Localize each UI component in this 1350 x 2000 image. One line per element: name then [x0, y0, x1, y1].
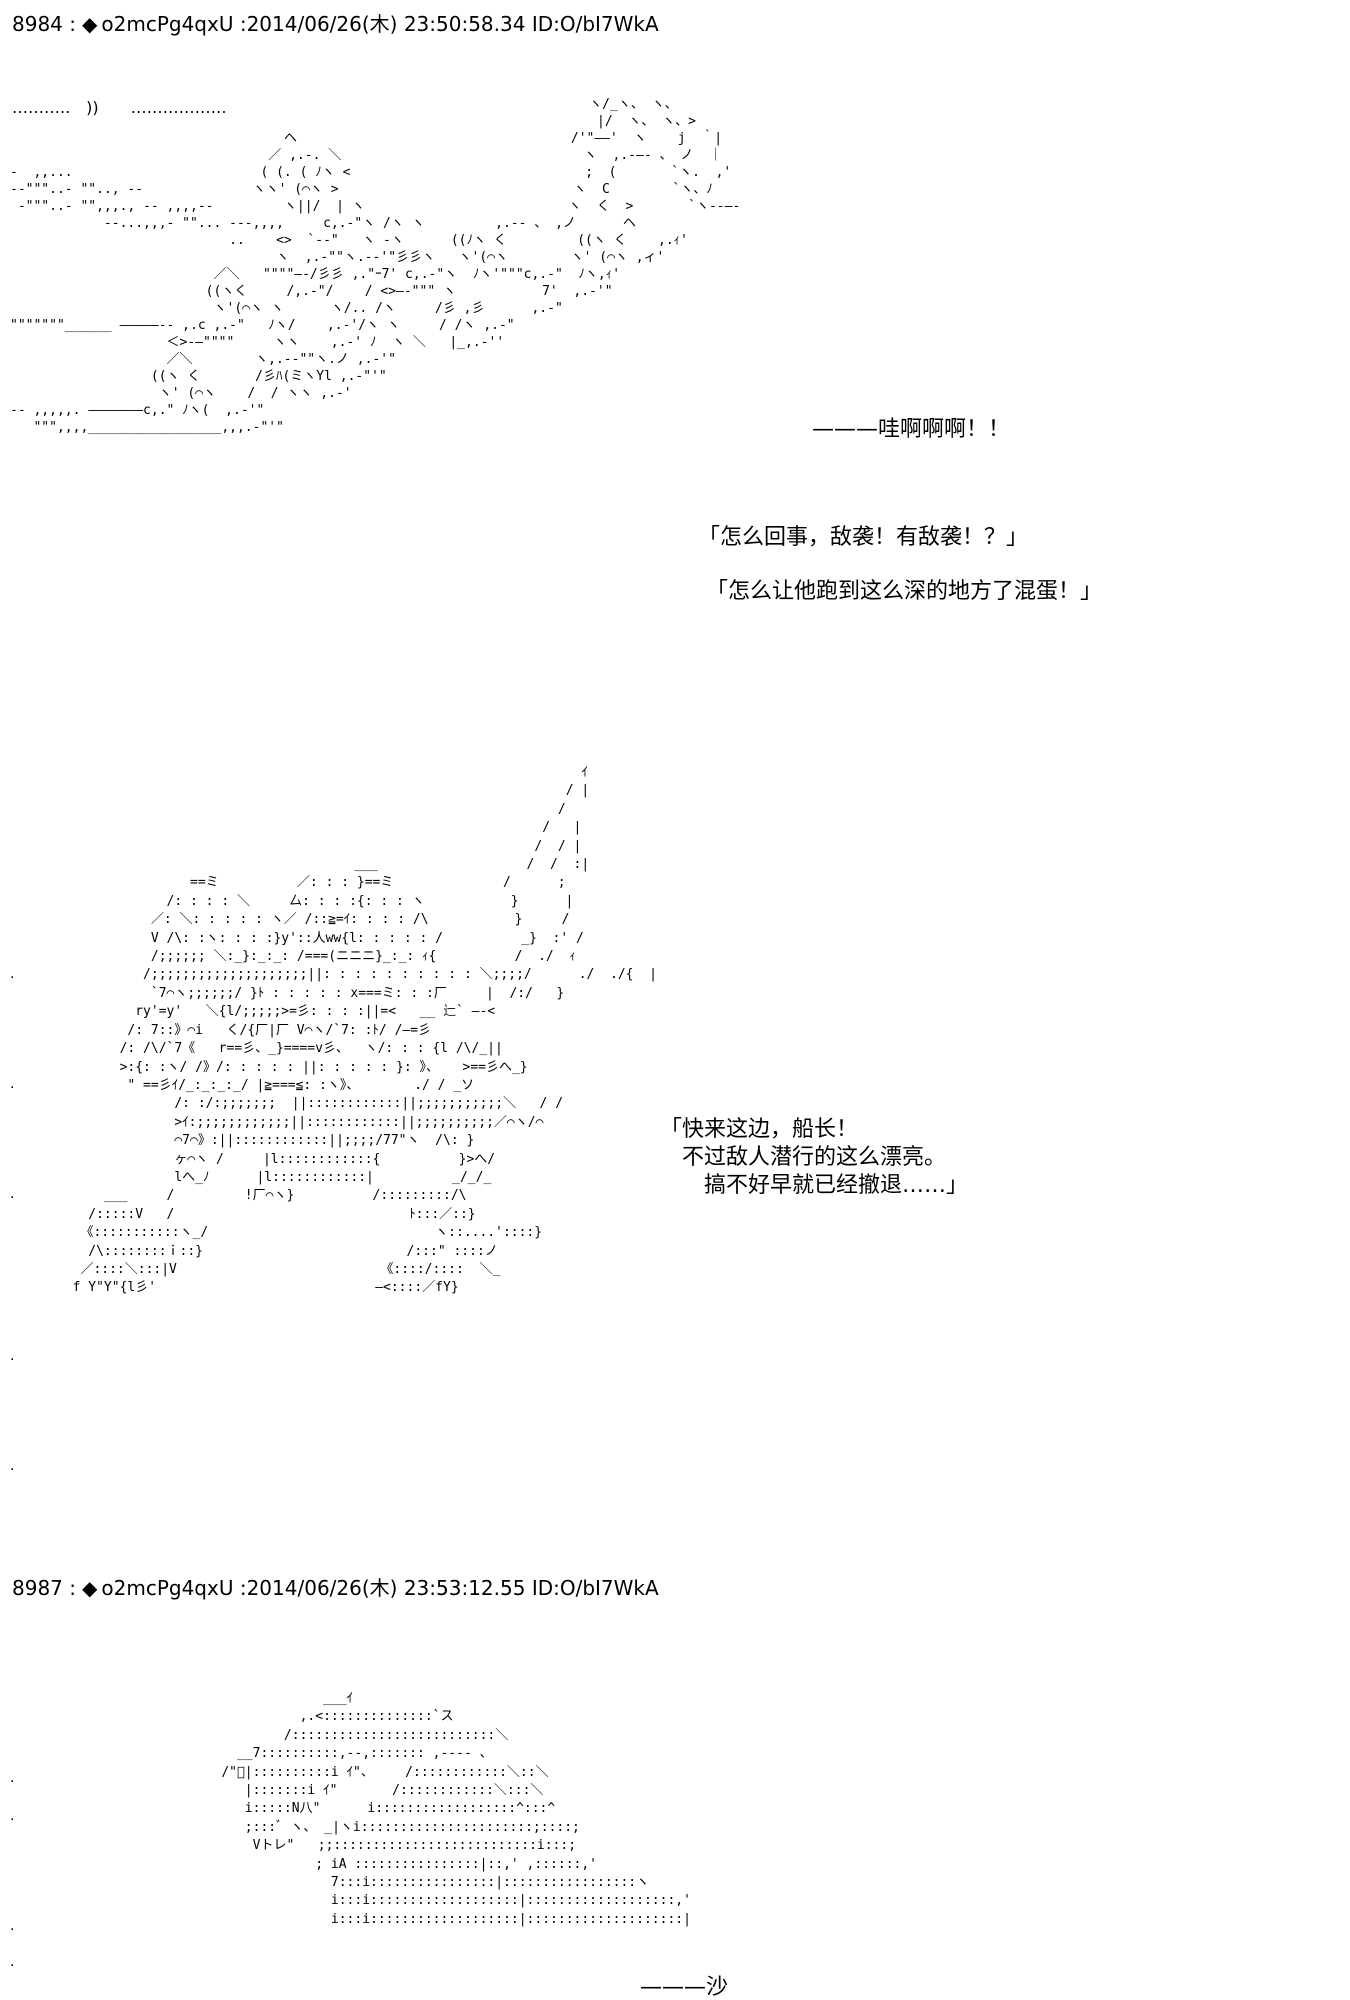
dialogue-line-enemy-attack: 「怎么回事，敌袭！有敌袭！？」 — [698, 525, 1029, 550]
trip-marker-icon: ◆ — [82, 12, 98, 36]
ascii-art-hooded-figure: ___ｲ ,.<::::::::::::::`ス /::::::::::::::… — [221, 1691, 691, 1927]
scream-text: ———哇啊啊啊！！ — [812, 417, 1011, 442]
sound-sand: ———沙 — [640, 1975, 729, 2000]
poster-trip: o2mcPg4qxU — [101, 12, 234, 36]
post-id: ID:O/bI7WkA — [531, 12, 659, 36]
margin-dot: . — [10, 1918, 15, 1934]
sound-effect-dots: ……….. )) ……………… — [12, 98, 227, 117]
poster-trip: o2mcPg4qxU — [101, 1576, 234, 1600]
dialogue-line-how-did-he-get-so-deep: 「怎么让他跑到这么深的地方了混蛋！」 — [706, 579, 1103, 604]
post-number: 8987 : — [12, 1576, 76, 1600]
ascii-art-attack-scene: ヽ/_ヽ、 ヽ、 |/ ヽ、 ヽ、> ヘ /'"――' ヽ j ｀| — [10, 97, 741, 435]
post-header-8984: 8984 :◆o2mcPg4qxU :2014/06/26(木) 23:50:5… — [12, 12, 659, 36]
margin-dot: . — [10, 1458, 15, 1474]
margin-dot: . — [10, 1076, 15, 1092]
post-date: :2014/06/26(木) 23:53:12.55 — [239, 1576, 526, 1600]
post-number: 8984 : — [12, 12, 76, 36]
post-date: :2014/06/26(木) 23:50:58.34 — [239, 12, 526, 36]
trip-marker-icon: ◆ — [82, 1576, 98, 1600]
margin-dot: . — [10, 966, 15, 982]
margin-dot: . — [10, 1770, 15, 1786]
post-header-8987: 8987 :◆o2mcPg4qxU :2014/06/26(木) 23:53:1… — [12, 1576, 659, 1600]
margin-dot: . — [10, 1186, 15, 1202]
margin-dot: . — [10, 1954, 15, 1970]
post-id: ID:O/bI7WkA — [531, 1576, 659, 1600]
margin-dot: . — [10, 1348, 15, 1364]
ascii-art-armored-soldier: ｲ / | / — [72, 765, 657, 1296]
speech-captain-come-here: 「快来这边，船长！ 不过敌人潜行的这么漂亮。 搞不好早就已经撤退……」 — [660, 1117, 969, 1198]
margin-dot: . — [10, 1808, 15, 1824]
